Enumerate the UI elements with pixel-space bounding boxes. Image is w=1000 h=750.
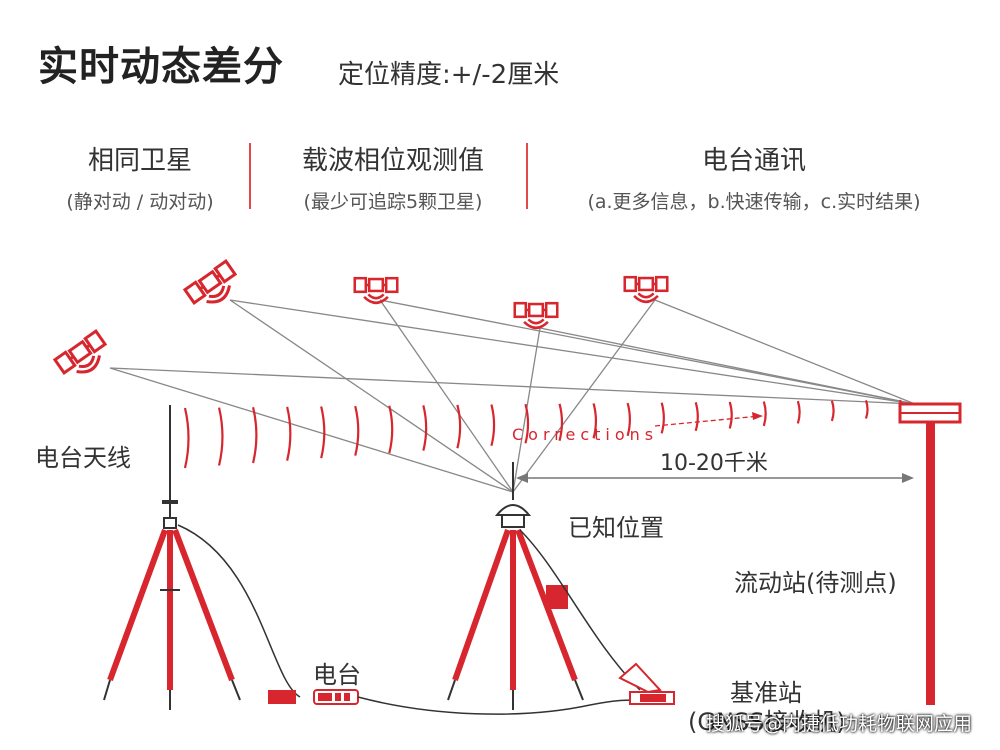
feature-radio-comm: 电台通讯 (a.更多信息，b.快速传输，c.实时结果): [534, 140, 974, 214]
radio-wave-arc: [217, 407, 224, 466]
rover-label: 流动站(待测点): [734, 569, 897, 597]
radio-wave-arc: [286, 406, 292, 461]
feature-subtitle: (a.更多信息，b.快速传输，c.实时结果): [587, 191, 921, 213]
radio-wave-arc: [320, 406, 326, 459]
corrections-label: Corrections: [512, 425, 658, 444]
radio-cable: [357, 696, 641, 715]
base-station-sublabel: (GNSS接收机): [688, 708, 846, 736]
radio-antenna-tripod: [103, 405, 241, 710]
radio-wave-arc: [558, 403, 564, 442]
rover-pole: [898, 402, 962, 705]
radio-wave-arc: [183, 407, 190, 469]
distance-arrow-left-head: [516, 473, 528, 483]
feature-divider: [526, 143, 528, 209]
feature-subtitle: (最少可追踪5颗卫星): [303, 191, 483, 213]
radio-label: 电台: [313, 661, 361, 689]
feature-carrier-phase: 载波相位观测值 (最少可追踪5颗卫星): [258, 140, 528, 214]
feature-divider: [249, 143, 251, 209]
radio-wave-arc: [252, 406, 258, 464]
radio-wave-arc: [422, 405, 428, 451]
satellite-icon: [53, 329, 115, 386]
rover-signal-lines: [109, 299, 916, 405]
known-position-label: 已知位置: [568, 514, 664, 542]
feature-title: 载波相位观测值: [301, 146, 484, 176]
radio-wave-arc: [762, 401, 767, 427]
radio-wave-arc: [728, 401, 733, 429]
radio-antenna-label: 电台天线: [35, 444, 131, 472]
radio-wave-arc: [796, 400, 801, 424]
feature-title: 电台通讯: [701, 146, 806, 176]
satellite-icon: [513, 301, 559, 330]
satellite-icon: [183, 259, 245, 316]
gnss-receiver-icon: [618, 662, 675, 705]
radio-wave-arc: [864, 400, 869, 419]
radio-wave-arc: [388, 405, 394, 454]
radio-wave-arc: [354, 405, 360, 456]
radio-wave-arc: [694, 401, 699, 432]
satellite-icon: [353, 276, 399, 305]
radio-wave-arc: [830, 400, 835, 422]
satellite-icon: [623, 275, 669, 304]
corrections-arrow: [654, 415, 761, 427]
distance-arrow-right-head: [902, 473, 914, 483]
base-station-label: 基准站: [730, 679, 802, 707]
satellite-signal-lines: [109, 299, 656, 493]
base-station-tripod: [447, 462, 584, 710]
radio-wave-arc: [660, 402, 665, 434]
feature-same-satellites: 相同卫星 (静对动 / 动对动): [30, 140, 250, 214]
receiver-cable: [519, 529, 641, 691]
radio-wave-arc: [592, 403, 598, 439]
radio-wave-arc: [626, 402, 631, 437]
page-subtitle: 定位精度:+/-2厘米: [338, 60, 560, 90]
corrections-arrow-head: [752, 412, 763, 420]
radio-wave-arc: [456, 404, 462, 449]
watermark: 搜狐号@内捷低功耗物联网应用: [705, 713, 972, 735]
antenna-cable: [177, 524, 301, 698]
feature-subtitle: (静对动 / 动对动): [66, 191, 214, 213]
distance-label: 10-20千米: [660, 451, 768, 476]
radio-device-icon: [268, 689, 359, 705]
radio-wave-arc: [490, 404, 496, 446]
radio-wave-arcs: [183, 399, 903, 469]
radio-wave-arc: [524, 403, 530, 444]
feature-title: 相同卫星: [87, 146, 192, 176]
page-title: 实时动态差分: [38, 44, 284, 90]
